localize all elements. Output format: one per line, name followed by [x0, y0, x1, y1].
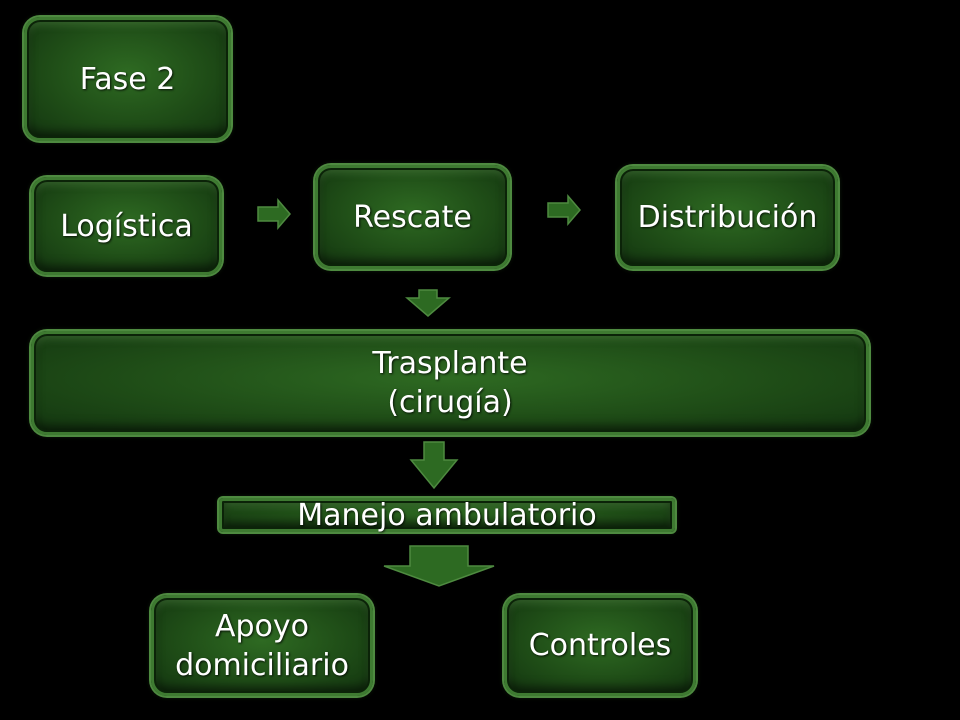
- apoyo-label-line1: Apoyo: [214, 608, 310, 644]
- logistica-label: Logística: [60, 208, 193, 244]
- arrow-right-icon: [257, 198, 291, 230]
- rescate-box: Rescate: [315, 165, 510, 269]
- phase-box: Fase 2: [24, 17, 231, 141]
- arrow-down-icon: [409, 441, 459, 490]
- manejo-box: Manejo ambulatorio: [219, 497, 675, 533]
- arrow-down-icon: [383, 545, 495, 587]
- distribucion-box: Distribución: [617, 166, 838, 269]
- arrow-down-icon: [405, 289, 451, 317]
- distribucion-label: Distribución: [637, 200, 818, 235]
- trasplante-box: Trasplante (cirugía): [31, 331, 869, 435]
- arrow-right-icon: [547, 194, 581, 226]
- apoyo-box: Apoyo domiciliario: [151, 595, 373, 696]
- logistica-box: Logística: [31, 177, 222, 275]
- rescate-label: Rescate: [353, 199, 472, 235]
- phase-label: Fase 2: [79, 61, 176, 97]
- trasplante-label-line2: (cirugía): [387, 385, 513, 420]
- apoyo-label-line2: domiciliario: [175, 647, 349, 683]
- manejo-label: Manejo ambulatorio: [297, 497, 597, 533]
- controles-label: Controles: [528, 628, 672, 663]
- controles-box: Controles: [504, 595, 696, 696]
- trasplante-label-line1: Trasplante: [372, 346, 528, 381]
